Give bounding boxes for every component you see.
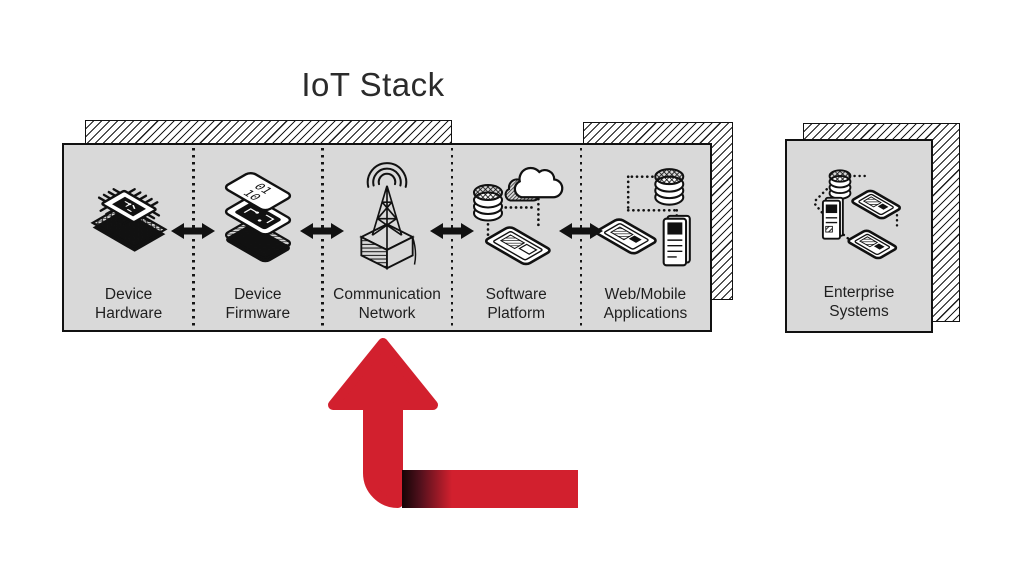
circuit-layers-icon: 01 10 [202, 158, 314, 270]
layer-label: Web/Mobile Applications [581, 286, 710, 324]
bidirectional-arrow-icon [429, 221, 475, 241]
layer-label-line2: Applications [603, 305, 688, 323]
layer-label: Device Hardware [64, 286, 193, 324]
cloud-database-device-icon [460, 158, 572, 270]
layer-label: Software Platform [452, 286, 581, 324]
layer-device-hardware: Device Hardware [64, 145, 193, 330]
layer-label-line2: Hardware [95, 305, 163, 323]
layer-label-line2: Network [358, 305, 416, 323]
layer-communication-network: Communication Network [321, 145, 451, 330]
layer-software-platform: Software Platform [450, 145, 581, 330]
radio-tower-icon [332, 158, 442, 273]
enterprise-systems-icon [800, 157, 918, 271]
layer-web-mobile-applications: Web/Mobile Applications [579, 145, 710, 330]
enterprise-label: Enterprise Systems [787, 284, 931, 322]
layer-label-line1: Device [234, 286, 282, 304]
bidirectional-arrow-icon [558, 221, 604, 241]
bidirectional-arrow-icon [299, 221, 345, 241]
layer-device-firmware: 01 10 Device Firmware [192, 145, 322, 330]
iot-stack-panel: Device Hardware [62, 143, 712, 332]
layer-label-line1: Device [104, 286, 153, 304]
bidirectional-arrow-icon [170, 221, 216, 241]
layer-label-line2: Firmware [225, 305, 291, 323]
chip-icon [73, 158, 185, 270]
enterprise-label-line2: Systems [829, 303, 889, 321]
layer-label-line1: Communication [333, 286, 441, 304]
layer-label-line1: Software [485, 286, 547, 304]
enterprise-label-line1: Enterprise [823, 284, 895, 302]
layer-label: Device Firmware [193, 286, 322, 324]
red-up-arrow-icon [300, 330, 600, 520]
layer-label: Communication Network [322, 286, 451, 324]
layer-label-line1: Web/Mobile [604, 286, 687, 304]
layer-label-line2: Platform [487, 305, 546, 323]
diagram-title: IoT Stack [301, 66, 445, 103]
web-mobile-devices-icon [589, 158, 701, 270]
enterprise-systems-panel: Enterprise Systems [785, 139, 933, 333]
